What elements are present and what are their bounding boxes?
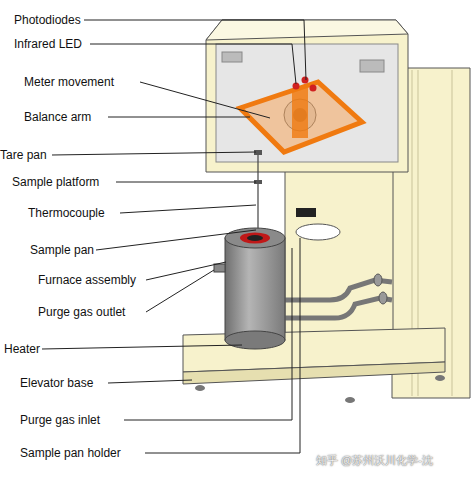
part-label: Meter movement	[24, 75, 114, 89]
part-label: Thermocouple	[28, 206, 105, 220]
part-label: Balance arm	[24, 110, 91, 124]
part-label: Photodiodes	[14, 13, 81, 27]
part-label: Purge gas outlet	[38, 305, 125, 319]
part-label: Purge gas inlet	[20, 413, 100, 427]
part-label: Heater	[4, 342, 40, 356]
part-label: Sample pan	[30, 243, 94, 257]
part-label: Elevator base	[20, 376, 93, 390]
part-label: Infrared LED	[14, 37, 82, 51]
watermark: 知乎 @苏州沃川化学-沈	[316, 453, 433, 468]
part-label: Sample pan holder	[20, 446, 121, 460]
part-label: Tare pan	[0, 148, 47, 162]
part-label: Furnace assembly	[38, 273, 136, 287]
part-label: Sample platform	[12, 175, 99, 189]
